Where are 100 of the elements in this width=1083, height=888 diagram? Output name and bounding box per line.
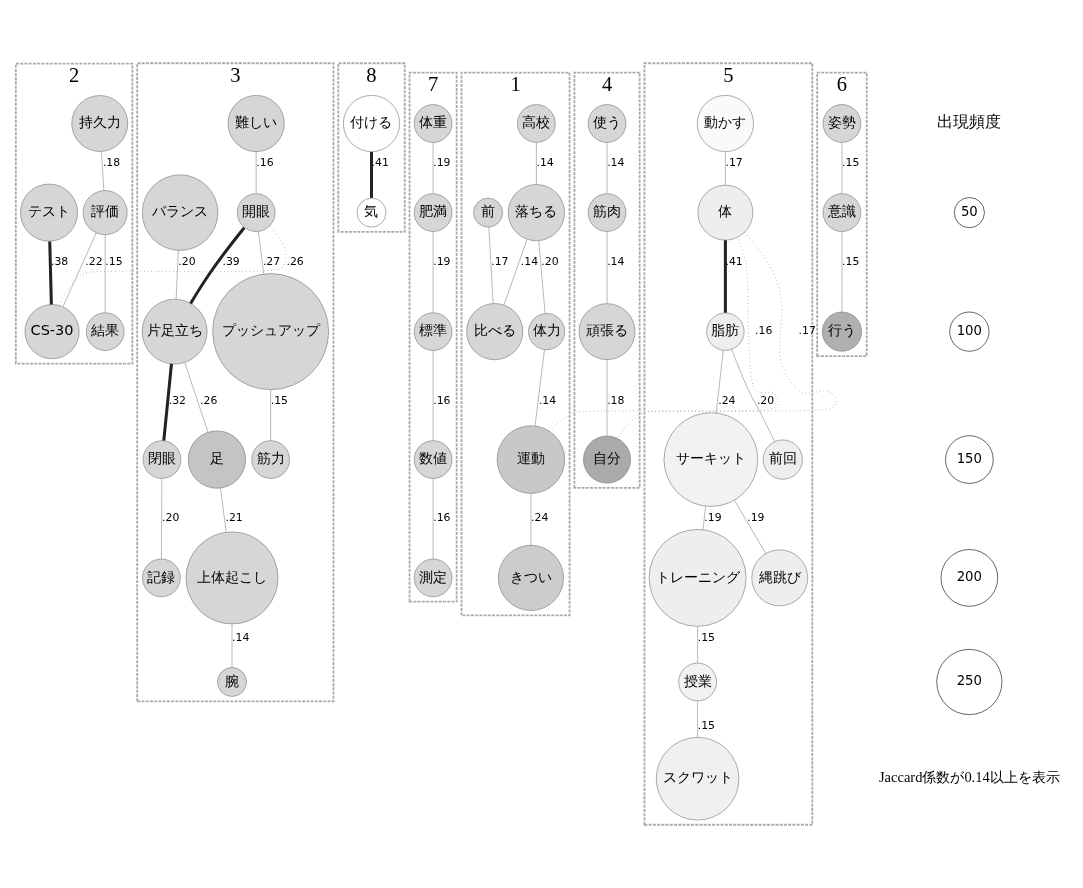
- node-circle: 筋肉: [587, 193, 627, 232]
- connector: [220, 487, 227, 533]
- edge-label: .20: [756, 393, 775, 407]
- node-circle: 落ちる: [507, 184, 565, 242]
- node-circle: 使う: [587, 104, 627, 143]
- node-circle: 前回: [762, 439, 803, 480]
- edge-label: .14: [520, 254, 539, 268]
- connector: [48, 241, 53, 305]
- connector: [697, 700, 698, 738]
- connector: [534, 349, 545, 427]
- node-circle: CS-30: [24, 304, 80, 360]
- node-circle: 片足立ち: [141, 298, 208, 365]
- connector: [162, 363, 173, 441]
- connector: [731, 349, 775, 442]
- edge-label: .26: [200, 393, 218, 407]
- node-circle: スクワット: [656, 737, 740, 821]
- edge-label: .18: [607, 393, 625, 407]
- node-circle: 筋力: [251, 440, 290, 479]
- label: 出現頻度: [937, 113, 1002, 131]
- connector: [530, 493, 532, 546]
- node-circle: バランス: [142, 174, 219, 251]
- edge-label: .19: [747, 510, 765, 524]
- edge-label: .19: [704, 510, 722, 524]
- node-circle: サーキット: [663, 412, 759, 507]
- connector: [734, 499, 767, 554]
- connector: [432, 231, 434, 313]
- connector: [488, 226, 494, 304]
- node-circle: テスト: [20, 183, 78, 242]
- connector: [59, 225, 287, 306]
- edge-label: .39: [222, 254, 240, 268]
- connector: [231, 623, 233, 668]
- connector: [104, 234, 106, 313]
- node-circle: 姿勢: [822, 104, 862, 143]
- node-circle: 開眼: [236, 193, 276, 232]
- node-circle: 授業: [678, 662, 717, 702]
- edge-label: .16: [433, 510, 451, 524]
- connector: [161, 478, 163, 560]
- edge-label: .15: [842, 254, 860, 268]
- connector: [536, 142, 537, 185]
- node-circle: 体力: [528, 313, 566, 351]
- legend-label: 50: [960, 204, 978, 220]
- edge-label: .16: [256, 155, 274, 169]
- connector: [101, 151, 105, 191]
- node-circle: 前: [473, 197, 503, 228]
- node-circle: 記録: [142, 558, 181, 598]
- node-circle: 意識: [822, 193, 862, 232]
- node-circle: 体: [697, 184, 754, 241]
- connector: [184, 362, 209, 433]
- edge-label: .14: [607, 254, 625, 268]
- edge-label: .27: [262, 254, 281, 268]
- connector: [697, 626, 698, 664]
- connector: [606, 359, 608, 437]
- edge-label: .14: [232, 630, 250, 644]
- node-circle: 数値: [413, 440, 453, 479]
- connector: [432, 478, 434, 560]
- legend-label: 200: [956, 569, 983, 585]
- connector: [538, 240, 546, 314]
- edge-label: .16: [755, 324, 773, 338]
- connector: [841, 142, 843, 194]
- edge-label: .14: [536, 155, 554, 169]
- node-circle: 肥満: [413, 193, 453, 232]
- edge-label: .15: [842, 155, 860, 169]
- edge-label: .17: [491, 254, 509, 268]
- node-circle: 頑張る: [578, 303, 636, 360]
- connector: [841, 231, 843, 313]
- node-circle: 動かす: [696, 95, 754, 152]
- connector: [432, 350, 434, 441]
- edge-label: .24: [531, 510, 549, 524]
- node-circle: プッシュアップ: [212, 273, 329, 390]
- edge-label: .20: [162, 510, 180, 524]
- connector: [370, 151, 373, 198]
- edge-label: .24: [718, 393, 736, 407]
- node-circle: 腕: [217, 667, 247, 697]
- connector: [258, 231, 264, 275]
- node-circle: 難しい: [227, 95, 285, 152]
- edge-label: .15: [270, 393, 289, 407]
- node-circle: 体重: [413, 104, 453, 143]
- edge-label: .17: [725, 155, 743, 169]
- connector: [606, 142, 608, 194]
- edge-label: .26: [286, 254, 304, 268]
- connector: [617, 232, 837, 439]
- edge-label: .15: [105, 254, 123, 268]
- node-circle: 気: [356, 197, 387, 228]
- legend-label: 250: [956, 673, 983, 689]
- node-circle: 運動: [496, 425, 566, 494]
- edge-label: .32: [168, 393, 186, 407]
- edge-label: .18: [102, 155, 121, 169]
- connector: [715, 350, 724, 414]
- connector: [723, 240, 727, 313]
- connector: [175, 250, 179, 300]
- edge-label: .15: [697, 630, 715, 644]
- edge-label: .16: [433, 393, 451, 407]
- edge-label: .14: [607, 155, 625, 169]
- node-circle: 行う: [822, 311, 862, 352]
- node-circle: 脂肪: [706, 312, 745, 351]
- node-circle: 比べる: [466, 303, 524, 361]
- node-circle: 持久力: [71, 95, 129, 152]
- node-circle: 上体起こし: [185, 531, 279, 625]
- node-circle: 閉眼: [142, 440, 182, 479]
- node-circle: トレーニング: [648, 529, 747, 627]
